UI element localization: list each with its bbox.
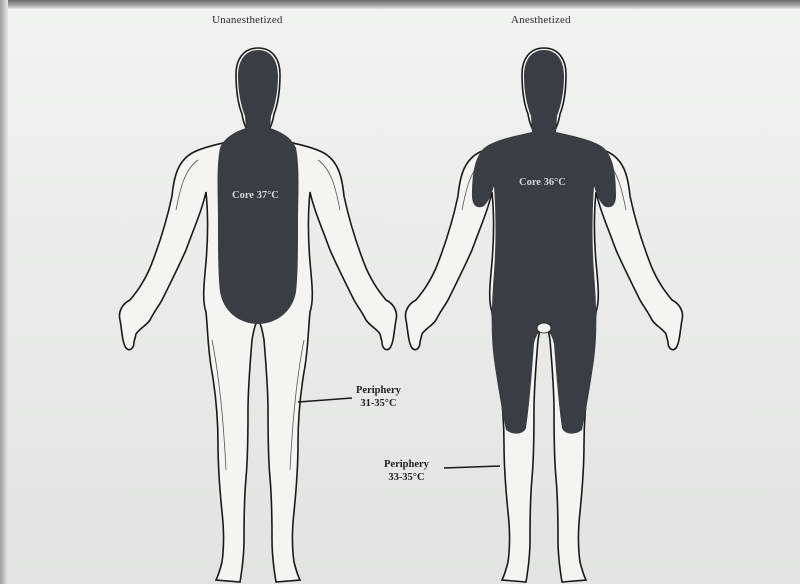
anesthetized-periphery-label: Periphery 33-35°C [384, 458, 429, 484]
unanesthetized-periphery-label: Periphery 31-35°C [356, 384, 401, 410]
unanesthetized-figure [119, 48, 396, 582]
left-periphery-leader-line [298, 398, 352, 402]
anesthetized-periphery-range: 33-35°C [384, 471, 429, 484]
right-periphery-leader-line [444, 466, 500, 468]
unanesthetized-core-region [218, 50, 299, 324]
unanesthetized-periphery-range: 31-35°C [356, 397, 401, 410]
unanesthetized-heading: Unanesthetized [212, 14, 283, 26]
unanesthetized-periphery-title: Periphery [356, 384, 401, 397]
anesthetized-figure [405, 48, 682, 582]
anesthetized-heading: Anesthetized [511, 14, 571, 26]
anesthetized-core-label: Core 36°C [519, 177, 566, 188]
anesthetized-periphery-title: Periphery [384, 458, 429, 471]
unanesthetized-core-label: Core 37°C [232, 190, 279, 201]
